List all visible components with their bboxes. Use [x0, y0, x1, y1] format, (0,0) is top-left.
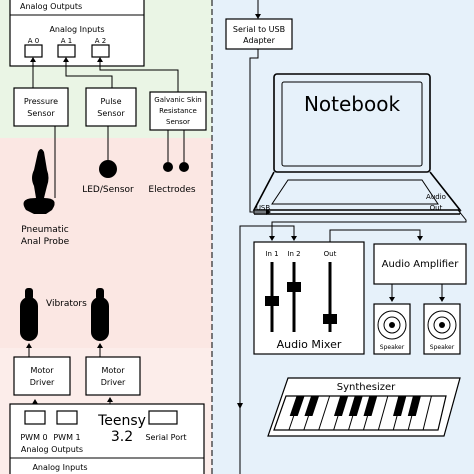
mixer-fader-knob-2[interactable]	[287, 282, 301, 292]
analog-outputs-label: Analog Outputs	[20, 2, 82, 11]
svg-text:Galvanic Skin: Galvanic Skin	[154, 96, 201, 104]
speaker-2-label: Speaker	[430, 344, 455, 351]
audio-out-label-line1: Audio	[426, 193, 446, 201]
serial-usb-adapter: Serial to USB Adapter	[225, 18, 293, 50]
pin-a1-label: A 1	[61, 37, 72, 45]
mixer-title: Audio Mixer	[277, 338, 342, 351]
black-key[interactable]	[333, 396, 349, 416]
serial-port-label: Serial Port	[145, 433, 186, 442]
speaker-1: Speaker	[373, 303, 411, 355]
mixer-fader-knob-out[interactable]	[323, 314, 337, 324]
driver-to-vibrator-wires	[26, 343, 103, 357]
svg-text:Sensor: Sensor	[27, 109, 55, 118]
pin-a2-label: A 2	[95, 37, 106, 45]
pwm0-pin	[24, 410, 46, 425]
notebook-title: Notebook	[304, 92, 401, 116]
mixer-fader-knob-1[interactable]	[265, 296, 279, 306]
speaker-1-label: Speaker	[380, 344, 405, 351]
svg-text:Driver: Driver	[30, 378, 55, 387]
svg-text:Motor: Motor	[30, 366, 54, 375]
mixer-in1-label: In 1	[265, 250, 278, 258]
audio-out-label-line2: Out	[430, 204, 443, 212]
analog-inputs-label: Analog Inputs	[49, 25, 104, 34]
audio-routing-wires	[237, 209, 467, 474]
pin-a2	[91, 44, 110, 58]
teensy-name-line2: 3.2	[111, 429, 133, 445]
black-key[interactable]	[304, 396, 320, 416]
led-label: LED/Sensor	[82, 185, 134, 195]
pin-a0-label: A 0	[28, 37, 39, 45]
anal-probe-icon	[23, 149, 55, 214]
motor-driver-1: Motor Driver	[13, 356, 71, 396]
speaker-2: Speaker	[423, 303, 461, 355]
pin-a1	[57, 44, 76, 58]
black-key[interactable]	[289, 396, 305, 416]
pwm1-pin	[56, 410, 78, 425]
black-key[interactable]	[363, 396, 378, 416]
pwm0-label: PWM 0	[20, 433, 47, 442]
black-key[interactable]	[393, 396, 407, 416]
white-key-divider	[318, 395, 331, 431]
bottom-analog-inputs-label: Analog Inputs	[32, 463, 87, 472]
synth-keyboard	[273, 395, 447, 431]
audio-amplifier: Audio Amplifier	[373, 243, 467, 285]
vibrator-icon-2	[91, 288, 109, 341]
svg-text:Serial to USB: Serial to USB	[233, 25, 285, 34]
svg-text:Motor: Motor	[101, 366, 125, 375]
svg-text:Resistance: Resistance	[159, 107, 197, 115]
mixer-out-label: Out	[324, 250, 337, 258]
led-sensor-icon	[99, 160, 117, 178]
sensor-wires	[30, 57, 179, 92]
pwm1-label: PWM 1	[53, 433, 80, 442]
motor-driver-2: Motor Driver	[85, 356, 141, 396]
amplifier-title: Audio Amplifier	[382, 259, 460, 270]
svg-text:Adapter: Adapter	[243, 36, 275, 45]
svg-text:Pressure: Pressure	[24, 97, 58, 106]
black-key[interactable]	[348, 396, 363, 416]
pressure-sensor: Pressure Sensor	[13, 87, 69, 127]
synthesizer: Synthesizer	[267, 377, 461, 437]
pin-a0	[24, 44, 43, 58]
serial-port-pin	[148, 410, 178, 425]
mixer-fader-track-2	[292, 262, 296, 332]
bottom-analog-outputs-label: Analog Outputs	[21, 445, 83, 454]
amp-to-speaker-wires	[389, 284, 445, 302]
notebook-laptop: Notebook USB Audio Out	[252, 73, 462, 215]
serial-wire-arrow	[255, 14, 261, 19]
teensy-name-line1: Teensy	[97, 413, 146, 429]
vibrators-label: Vibrators	[46, 299, 87, 309]
vibrator-icon-1	[20, 288, 38, 341]
mixer-in2-label: In 2	[287, 250, 300, 258]
teensy-top-board: Analog Outputs Analog Inputs A 0 A 1 A 2	[9, 0, 145, 67]
teensy-bottom-board: Teensy 3.2 PWM 0 PWM 1 Serial Port Analo…	[9, 403, 205, 474]
white-key-divider	[377, 395, 389, 431]
usb-port-label: USB	[256, 204, 271, 212]
pulse-sensor: Pulse Sensor	[85, 87, 137, 127]
electrodes-label: Electrodes	[148, 185, 195, 195]
black-key[interactable]	[407, 396, 421, 416]
electrodes-icon	[163, 130, 189, 172]
svg-text:Driver: Driver	[101, 378, 126, 387]
svg-text:Pulse: Pulse	[100, 97, 121, 106]
gsr-sensor: Galvanic Skin Resistance Sensor	[149, 91, 207, 131]
audio-mixer: In 1 In 2 Out Audio Mixer	[253, 241, 365, 355]
mixer-fader-track-out	[328, 262, 332, 332]
probe-label-line1: Pneumatic	[21, 225, 69, 235]
probe-label-line2: Anal Probe	[21, 237, 70, 247]
svg-text:Sensor: Sensor	[97, 109, 125, 118]
adapter-to-usb-wire	[249, 49, 268, 213]
white-key-divider	[422, 395, 432, 431]
svg-text:Sensor: Sensor	[166, 118, 190, 126]
synth-title: Synthesizer	[337, 382, 396, 393]
